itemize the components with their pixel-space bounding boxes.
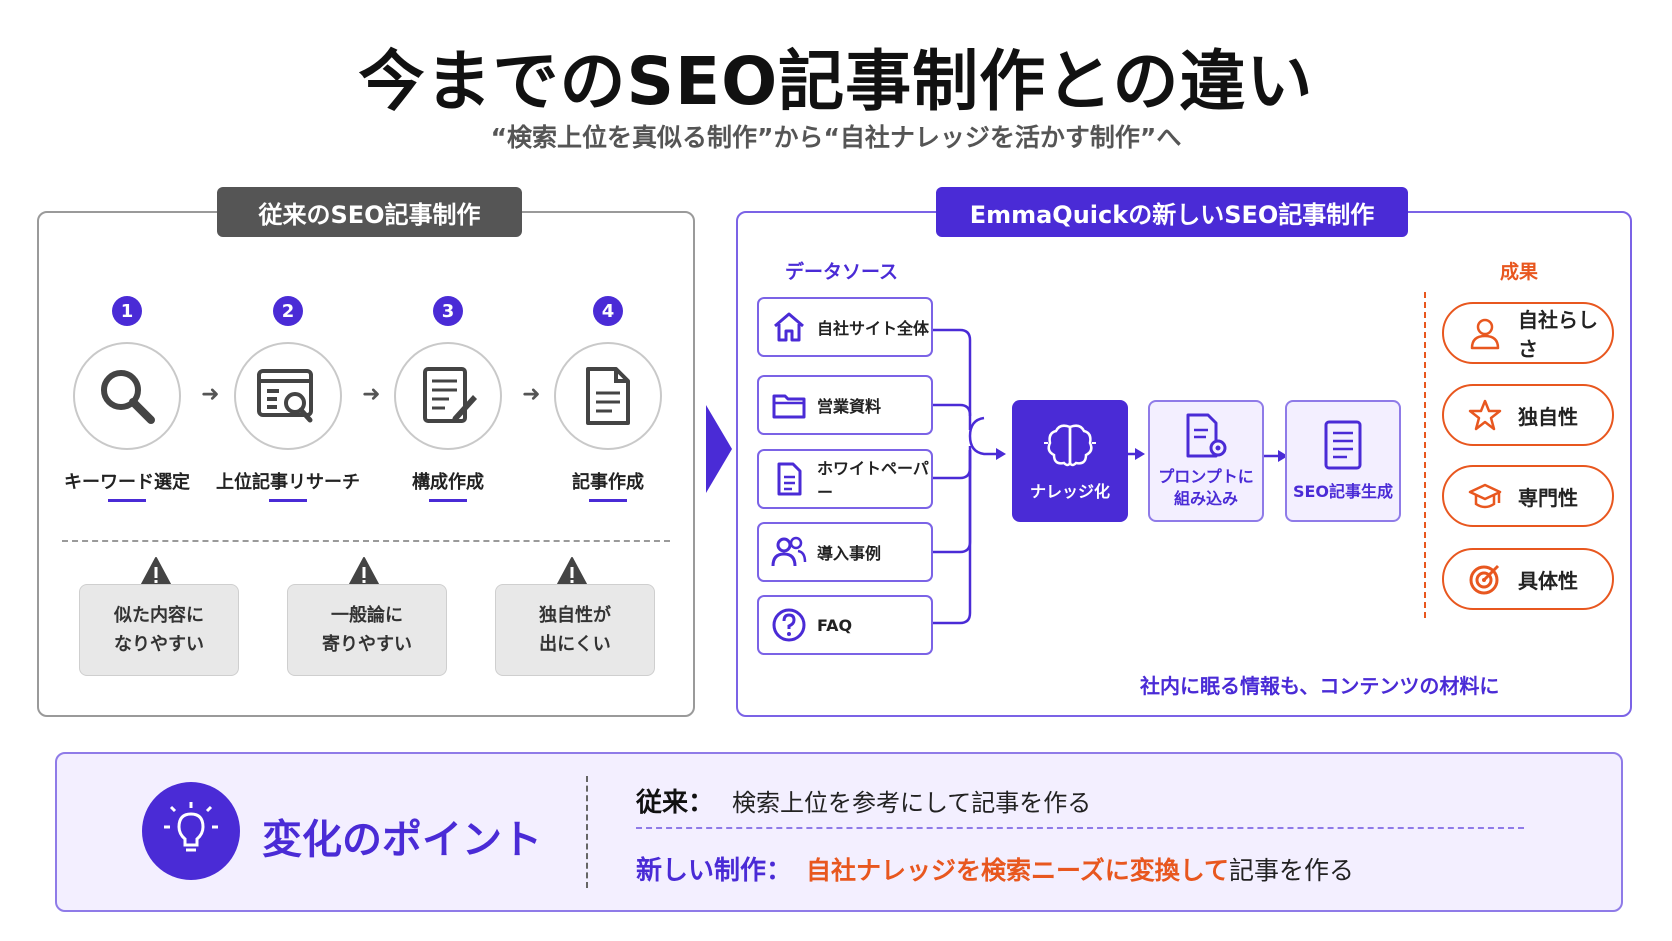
process-article: SEO記事生成 [1285,400,1401,522]
document-icon [586,367,630,425]
step-underline-3 [429,499,467,502]
bottom-horizontal-divider [636,827,1524,829]
outcome-label: 自社らしさ [1518,308,1598,361]
step-underline-2 [269,499,307,502]
target-icon [1469,564,1500,595]
change-point-label: 変化のポイント [262,817,542,863]
outcome-divider [1424,292,1426,618]
browser-search-icon [257,369,313,423]
paper-icon [777,462,802,496]
source-site: 自社サイト全体 [757,297,933,357]
step-circle-1 [73,342,181,450]
source-label: 営業資料 [817,397,882,416]
magnifier-icon [101,370,155,424]
footnote: 社内に眠る情報も、コンテンツの材料に [1140,674,1500,698]
users-icon [771,536,807,567]
source-faq: FAQ [757,595,933,655]
outcome-specificity: 具体性 [1442,548,1614,610]
step-label-2: 上位記事リサーチ [216,472,360,493]
step-number-1: 1 [112,296,142,326]
folder-icon [772,394,806,419]
source-sales: 営業資料 [757,375,933,435]
warning-box-2: 一般論に 寄りやすい [287,584,447,676]
traditional-text: 検索上位を参考にして記事を作る [732,789,1092,817]
outcome-label: 具体性 [1518,568,1578,593]
outcome-originality: 独自性 [1442,384,1614,446]
source-label: 導入事例 [817,544,882,563]
process-prompt: プロンプトに 組み込み [1148,400,1264,522]
person-icon [1470,318,1500,350]
step-circle-3 [394,342,502,450]
step-number-4: 4 [593,296,623,326]
new-row: 新しい制作： 自社ナレッジを検索ニーズに変換して記事を作る [636,850,1354,887]
flow-connectors [933,328,1145,625]
source-cases: 導入事例 [757,522,933,582]
house-icon [774,312,804,342]
step-number-2: 2 [273,296,303,326]
graduation-cap-icon [1468,483,1502,509]
emmaquick-tag: EmmaQuickの新しいSEO記事制作 [936,187,1408,237]
step-label-1: キーワード選定 [64,472,190,493]
question-icon [772,608,806,642]
warning-box-3: 独自性が 出にくい [495,584,655,676]
process-label: プロンプトに 組み込み [1158,467,1254,508]
lightbulb-icon [164,802,218,852]
source-label: 自社サイト全体 [817,319,930,338]
new-highlight: 自社ナレッジを検索ニーズに変換して [806,856,1230,885]
source-label: ホワイトペーパー [817,459,929,502]
step-underline-4 [589,499,627,502]
outcome-label: 独自性 [1518,404,1578,429]
panel-divider [62,540,670,542]
step-number-3: 3 [433,296,463,326]
traditional-row: 従来： 検索上位を参考にして記事を作る [636,782,1091,819]
step-circle-4 [554,342,662,450]
datasource-label: データソース [785,261,899,283]
brain-icon [1044,424,1096,467]
step-arrow-icon: ➜ [362,382,381,407]
article-icon [1324,420,1362,470]
outcome-label: 専門性 [1518,485,1578,510]
process-label: ナレッジ化 [1029,482,1110,501]
step-circle-2 [234,342,342,450]
transition-arrow-icon [706,405,732,493]
source-label: FAQ [817,615,853,635]
outcome-expertise: 専門性 [1442,465,1614,527]
step-arrow-icon: ➜ [522,382,541,407]
page-subtitle: “検索上位を真似る制作”から“自社ナレッジを活かす制作”へ [490,123,1182,152]
traditional-key: 従来： [636,788,715,818]
star-icon [1468,399,1502,431]
source-whitepaper: ホワイトペーパー [757,449,933,509]
warning-box-1: 似た内容に なりやすい [79,584,239,676]
traditional-tag: 従来のSEO記事制作 [217,187,522,237]
document-gear-icon [1186,413,1227,458]
document-edit-icon [423,367,477,423]
step-label-4: 記事作成 [572,472,644,493]
outcome-brand: 自社らしさ [1442,302,1614,364]
step-label-3: 構成作成 [412,472,484,493]
process-knowledge: ナレッジ化 [1012,400,1128,522]
result-label: 成果 [1500,261,1539,283]
new-text: 記事を作る [1229,856,1355,885]
step-underline-1 [108,499,146,502]
change-point-panel [55,752,1623,912]
bulb-badge [142,782,240,880]
page-title: 今までのSEO記事制作との違い [358,43,1314,120]
bottom-vertical-divider [586,776,588,888]
step-arrow-icon: ➜ [201,382,220,407]
new-key: 新しい制作： [636,856,793,886]
process-label: SEO記事生成 [1292,482,1394,501]
